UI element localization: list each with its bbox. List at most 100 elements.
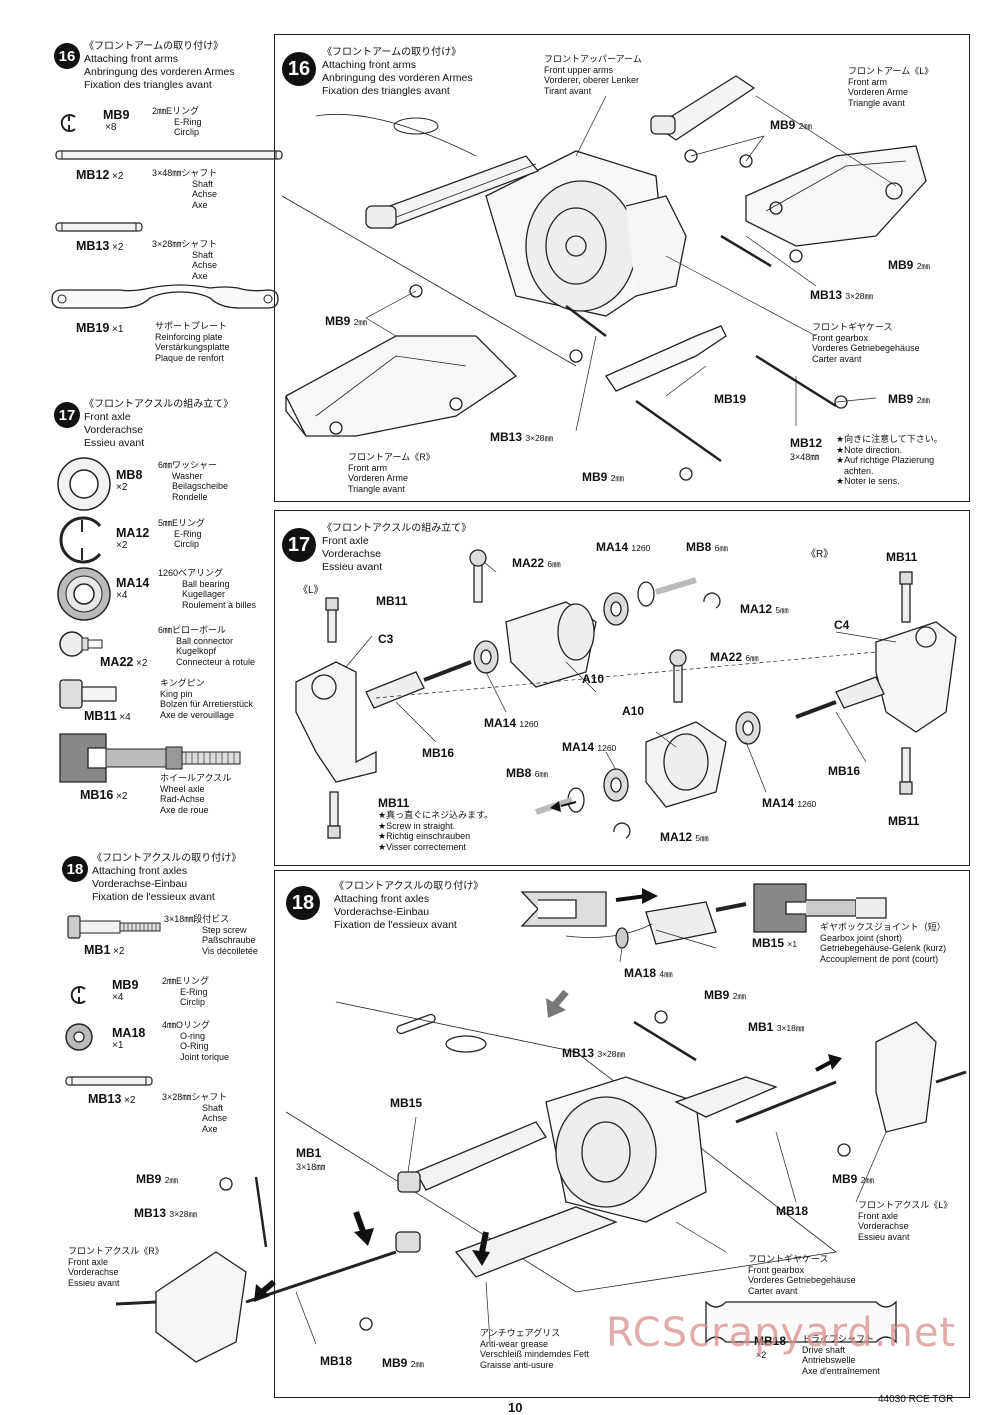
panel18-number: 18	[286, 886, 320, 920]
shaft-mb13-icon	[55, 222, 143, 232]
part-ma14: MA14×4	[116, 576, 150, 601]
front-arm-assembly-drawing	[281, 75, 927, 481]
front-axle-install-drawing	[115, 883, 967, 1363]
step17-panel	[274, 510, 970, 866]
part-mb11-desc: キングピン King pin Bolzen für Arretierstück …	[160, 678, 254, 720]
label-gearbox-joint: ギヤボックスジョイント（短）Gearbox joint (short) Getr…	[820, 922, 947, 964]
label-mb1-a: MB1 3×18㎜	[748, 1020, 805, 1034]
part-ma12: MA12×2	[116, 526, 150, 551]
shaft-mb13-icon	[65, 1076, 153, 1086]
label-mb1-b: MB1	[296, 1146, 322, 1160]
part-mb8-desc: 6㎜ワッシャー Washer Beilagscheibe Rondelle	[158, 460, 229, 502]
label-mb15-b: MB15	[390, 1096, 423, 1110]
label-c3: C3	[378, 632, 394, 646]
washer-icon	[57, 457, 111, 511]
label-c4: C4	[834, 618, 850, 632]
part-mb12: MB12 ×2	[76, 168, 124, 182]
part-mb1-desc: 3×18㎜段付ビス Step screw Paßschraube Vis déc…	[164, 914, 258, 956]
label-mb18-b-qty: ×2	[756, 1350, 767, 1360]
label-ma22-b: MA22 6㎜	[710, 650, 759, 664]
label-ma14-c: MA14 1260	[562, 740, 617, 754]
part-mb13-s18-desc: 3×28㎜シャフト Shaft Achse Axe	[162, 1092, 228, 1134]
step17-heading: 《フロントアクスルの組み立て》 Front axle Vorderachse E…	[84, 399, 234, 449]
label-mb11-c: MB11	[378, 796, 410, 810]
o-ring-icon	[65, 1023, 93, 1051]
label-mb13-a: MB13 3×28㎜	[810, 288, 874, 302]
part-mb11: MB11 ×4	[84, 709, 131, 723]
label-mb1-b-size: 3×18㎜	[296, 1162, 326, 1172]
e-ring-large-icon	[59, 516, 102, 564]
part-ma14-desc: 1260ベアリング Ball bearing Kugellager Roulem…	[158, 568, 257, 610]
step16-title-en: Attaching front arms	[84, 53, 178, 65]
label-mb9-3: MB9 2㎜	[325, 314, 367, 328]
label-mb12: MB12	[790, 436, 823, 450]
part-mb16: MB16 ×2	[80, 788, 128, 802]
part-mb9-s18: MB9×4	[112, 978, 139, 1003]
wheel-axle-icon	[59, 733, 241, 783]
ball-connector-icon	[59, 631, 103, 657]
label-mb19: MB19	[714, 392, 747, 406]
label-ma22-a: MA22 6㎜	[512, 556, 561, 570]
part-mb13: MB13 ×2	[76, 239, 124, 253]
part-mb19-desc: サポートプレート Reinforcing plate Verstärkungsp…	[155, 321, 230, 363]
part-mb13-s18: MB13 ×2	[88, 1092, 136, 1106]
label-ma12-b: MA12 5㎜	[660, 830, 709, 844]
step-screw-icon	[67, 915, 161, 939]
king-pin-icon	[59, 679, 117, 709]
step18-heading: 《フロントアクスルの取り付け》 Attaching front axles Vo…	[92, 853, 242, 903]
shaft-mb12-icon	[55, 150, 283, 160]
label-mb18-b: MB18	[754, 1334, 787, 1348]
step16-heading: 《フロントアームの取り付け》 Attaching front arms Anbr…	[84, 40, 235, 92]
label-side-l: 《L》	[298, 585, 324, 596]
part-mb9: MB9 ×8	[103, 108, 130, 133]
part-mb9-desc: 2㎜Eリング E-Ring Circlip	[152, 106, 202, 137]
label-mb9-a: MB9 2㎜	[704, 988, 746, 1002]
label-mb13-b: MB13 3×28㎜	[134, 1206, 198, 1220]
label-mb9-2: MB9 2㎜	[888, 258, 930, 272]
part-mb12-desc: 3×48㎜シャフト Shaft Achse Axe	[152, 168, 218, 210]
part-ma18: MA18×1	[112, 1026, 146, 1051]
part-ma22: MA22 ×2	[100, 655, 148, 669]
e-ring-icon	[60, 114, 76, 132]
step16-title-fr: Fixation des triangles avant	[84, 79, 212, 91]
label-mb13-a: MB13 3×28㎜	[562, 1046, 626, 1060]
label-mb16-a: MB16	[422, 746, 455, 760]
part-mb13-desc: 3×28㎜シャフト Shaft Achse Axe	[152, 239, 218, 281]
label-mb18-c: MB18	[320, 1354, 353, 1368]
label-mb9-5: MB9 2㎜	[582, 470, 624, 484]
label-mb16-b: MB16	[828, 764, 861, 778]
step16-title-jp: 《フロントアームの取り付け》	[84, 41, 224, 52]
front-axle-assembly-drawing	[295, 549, 957, 839]
step16-panel	[274, 34, 970, 502]
step16-number: 16	[54, 43, 80, 69]
label-mb8-b: MB8 6㎜	[506, 766, 548, 780]
label-a10-b: A10	[622, 704, 645, 718]
label-mb9-c: MB9 2㎜	[136, 1172, 178, 1186]
part-mb8: MB8×2	[116, 468, 143, 493]
note-screw-straight: ★真っ直ぐにネジ込みます。★Screw in straight. ★Richti…	[378, 810, 494, 852]
label-mb9-d: MB9 2㎜	[382, 1356, 424, 1370]
panel18-heading: 《フロントアクスルの取り付け》 Attaching front axles Vo…	[334, 881, 484, 931]
label-ma14-d: MA14 1260	[762, 796, 817, 810]
label-side-r: 《R》	[806, 549, 834, 560]
watermark: RCScrapyard.net	[606, 1310, 957, 1356]
panel16-heading: 《フロントアームの取り付け》 Attaching front arms Anbr…	[322, 47, 473, 97]
part-mb9-s18-desc: 2㎜Eリング E-Ring Circlip	[162, 976, 210, 1007]
e-ring-icon	[70, 986, 86, 1004]
part-ma18-desc: 4㎜Oリング O-ring O-Ring Joint torique	[162, 1020, 230, 1062]
panel17-number: 17	[282, 528, 316, 562]
label-mb11-a: MB11	[376, 594, 408, 608]
model-code: 44030 RCE TGR	[878, 1394, 954, 1405]
part-mb1: MB1 ×2	[84, 943, 125, 957]
label-mb9-b: MB9 2㎜	[832, 1172, 874, 1186]
panel17-heading: 《フロントアクスルの組み立て》 Front axle Vorderachse E…	[322, 523, 472, 573]
page-number: 10	[508, 1400, 523, 1415]
label-mb13-b: MB13 3×28㎜	[490, 430, 554, 444]
label-mb11-d: MB11	[888, 814, 920, 828]
label-mb15-a: MB15 ×1	[752, 936, 798, 950]
